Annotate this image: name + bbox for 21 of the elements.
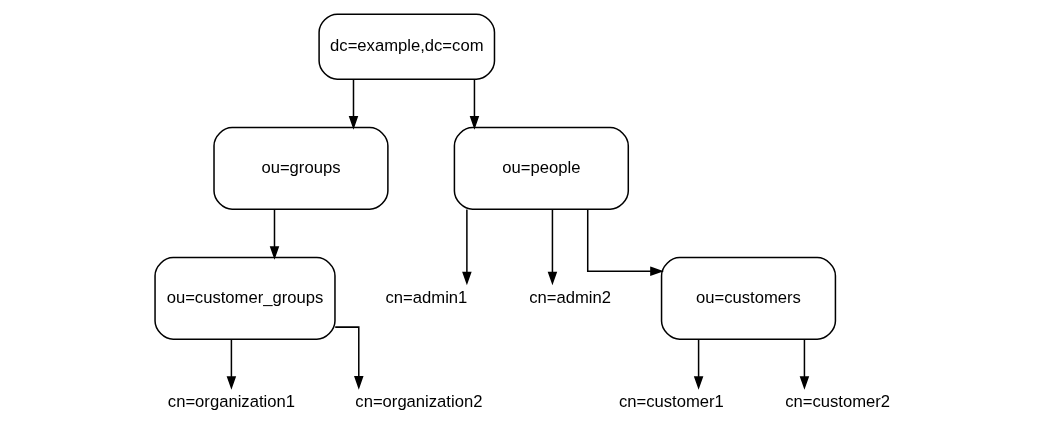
node-box: ou=customer_groups bbox=[153, 256, 336, 340]
node-text: cn=admin1 bbox=[385, 287, 467, 307]
arrow bbox=[693, 338, 703, 390]
arrow bbox=[226, 338, 236, 390]
node-box: ou=customers bbox=[660, 256, 836, 340]
arrow bbox=[333, 326, 364, 390]
node-box: ou=groups bbox=[212, 126, 389, 210]
node-text: cn=organization1 bbox=[167, 391, 295, 411]
arrow bbox=[269, 208, 279, 260]
arrow bbox=[547, 208, 557, 286]
node-text: cn=organization2 bbox=[354, 391, 482, 411]
arrow bbox=[469, 78, 479, 130]
node-box: ou=people bbox=[453, 126, 629, 210]
arrow bbox=[799, 338, 809, 390]
node-box: dc=example,dc=com bbox=[317, 13, 495, 80]
arrow bbox=[586, 208, 664, 276]
node-text: cn=customer1 bbox=[618, 391, 724, 411]
arrow bbox=[348, 78, 358, 130]
node-text: cn=admin2 bbox=[528, 287, 611, 307]
arrow bbox=[461, 208, 472, 286]
node-text: cn=customer2 bbox=[784, 391, 890, 411]
